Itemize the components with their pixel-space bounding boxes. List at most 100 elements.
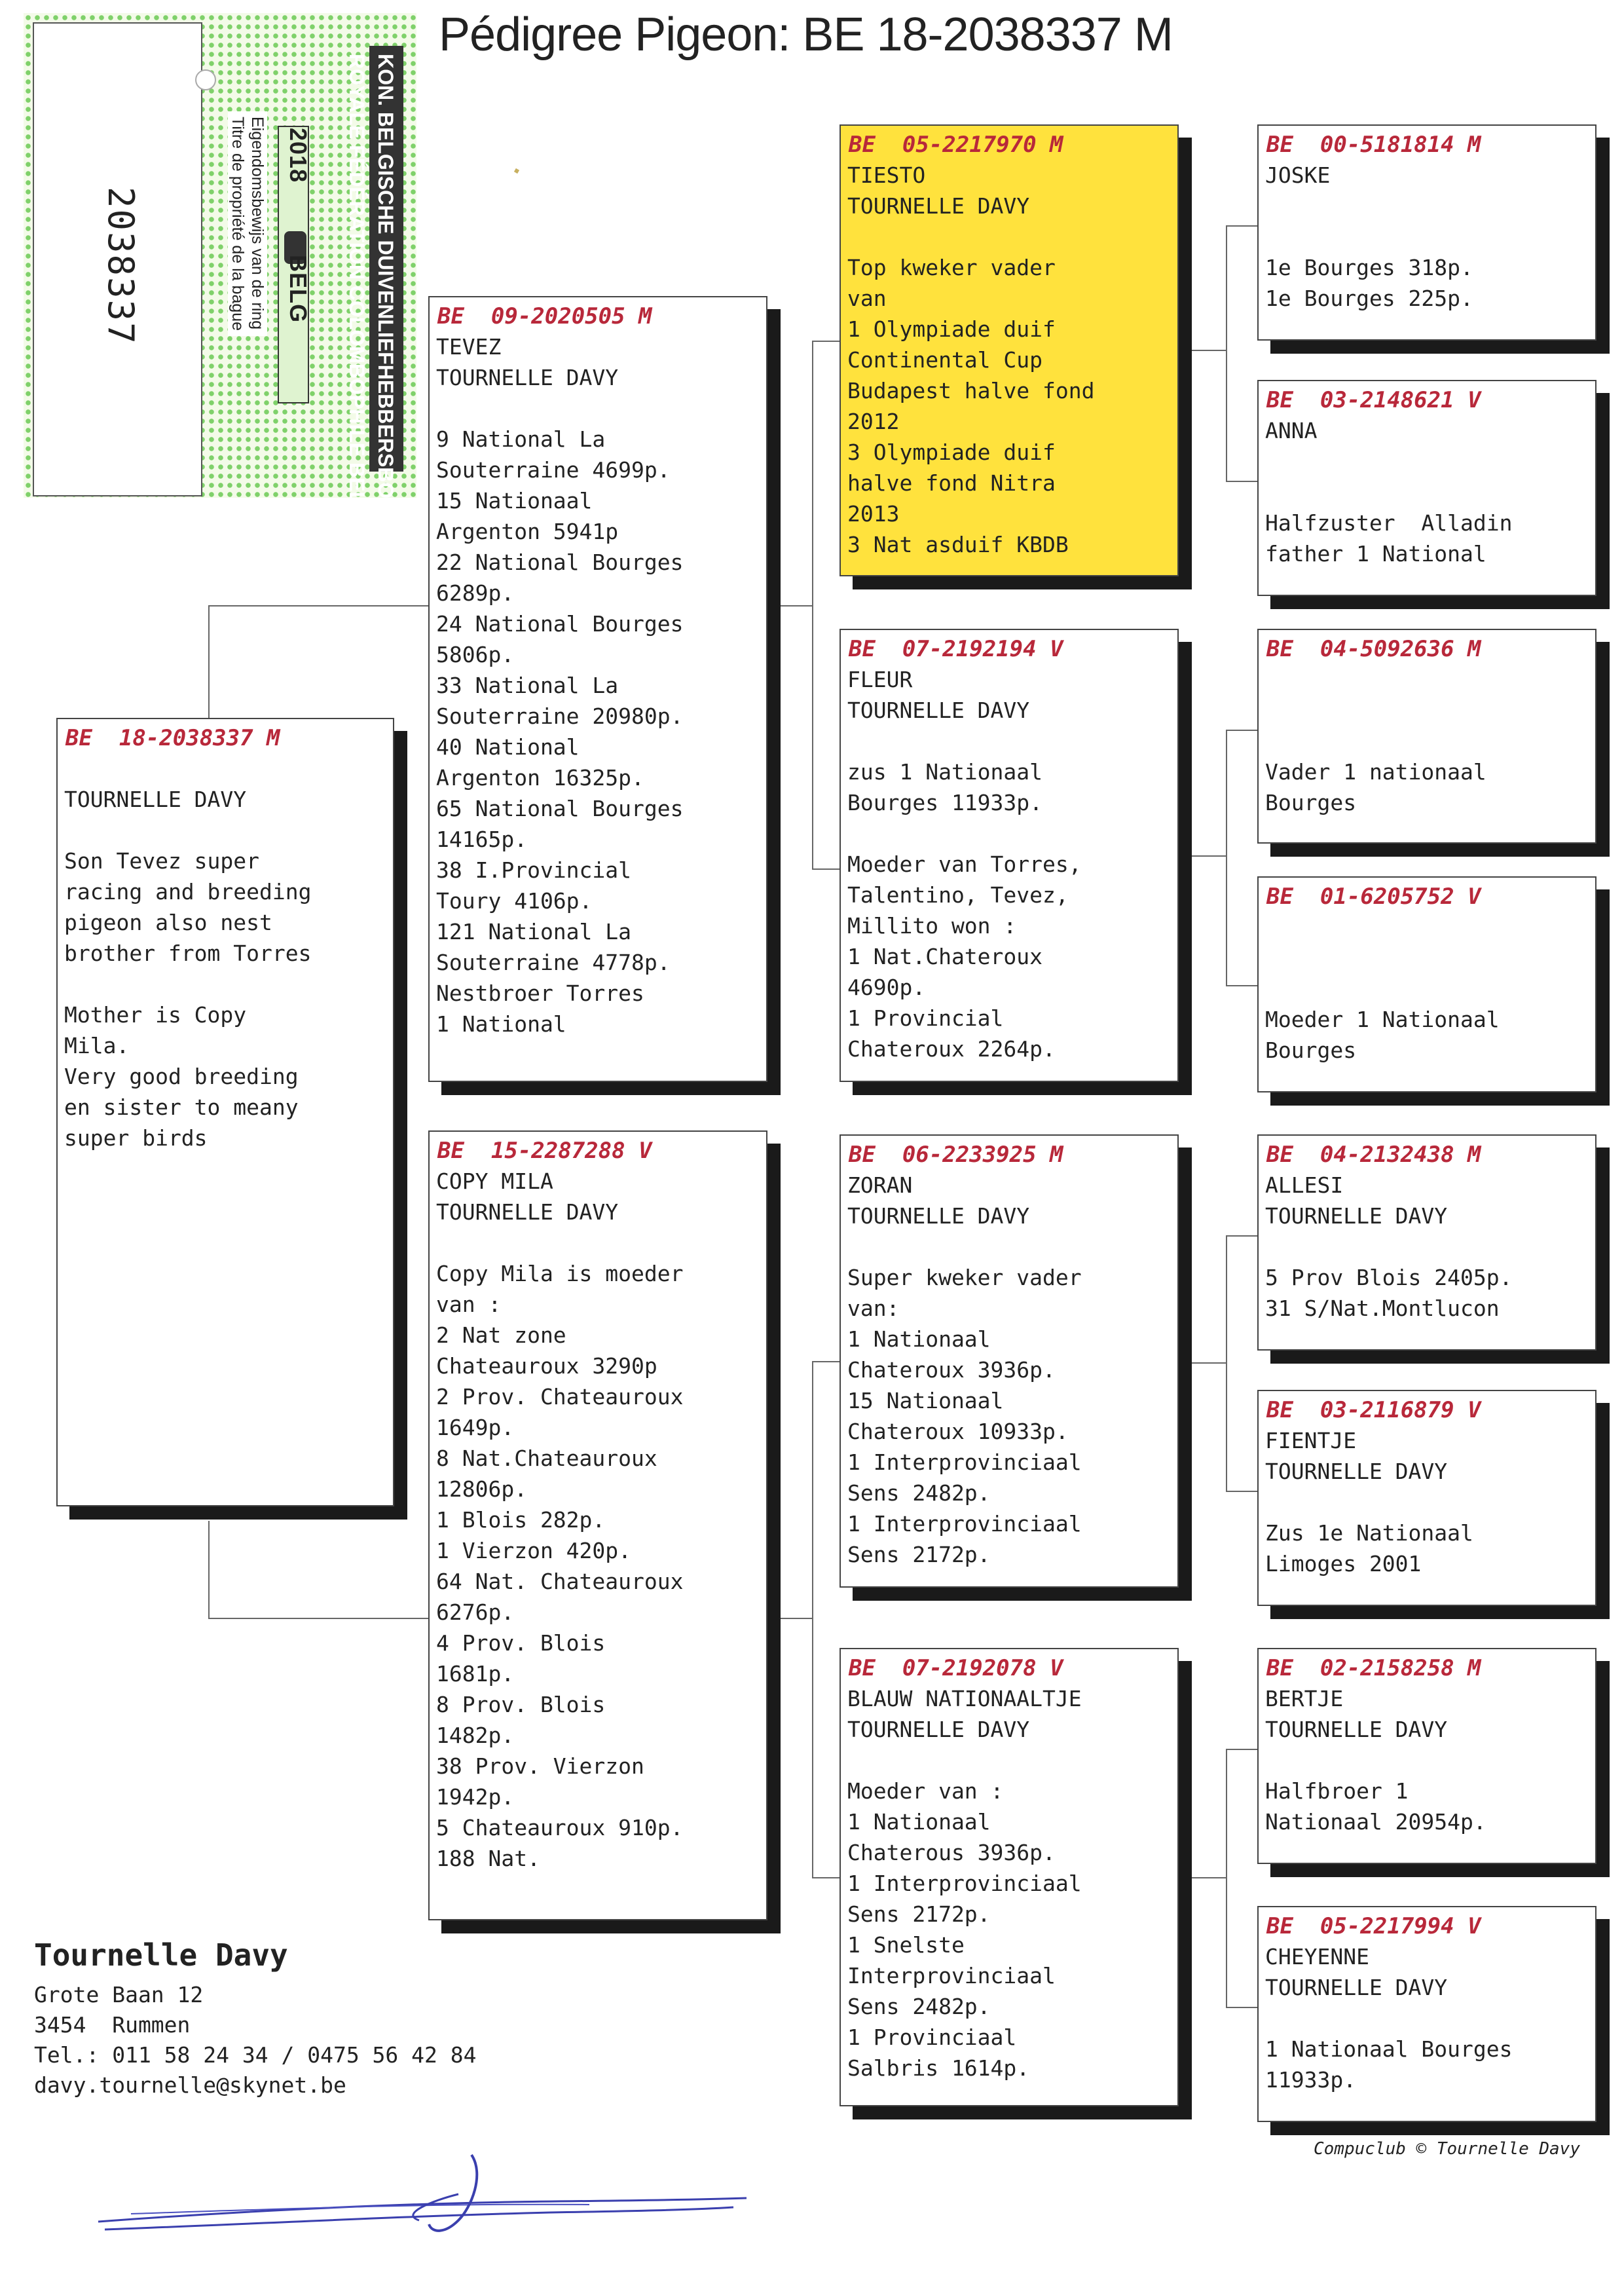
pigeon-info-line: en sister to meany (64, 1094, 299, 1120)
pigeon-info-line: Moeder van Torres, (847, 851, 1082, 877)
owner-email: davy.tournelle@skynet.be (34, 2072, 346, 2098)
connector (781, 1618, 812, 1619)
pigeon-info-line: Bourges 11933p. (847, 790, 1043, 815)
connector (1192, 855, 1226, 857)
owner-name: Tournelle Davy (34, 1937, 288, 1973)
pigeon-info-line: 9 National La (436, 426, 606, 452)
ring-ownership-tag: 2038337 KON. BELGISCHE DUIVENLIEFHEBBERS… (24, 13, 416, 498)
pigeon-info-line: 3 Olympiade duif (847, 439, 1056, 465)
connector (1226, 985, 1257, 986)
pigeon-info-line: Toury 4106p. (436, 888, 593, 914)
pigeon-info-line: van : (436, 1292, 502, 1317)
pigeon-info-line: Talentino, Tevez, (847, 882, 1069, 908)
pigeon-info-line: Interprovinciaal (847, 1963, 1056, 1988)
spacer (1265, 912, 1589, 942)
spacer (847, 1745, 1171, 1776)
pigeon-info-line: 14165p. (436, 827, 528, 852)
pigeon-info-line: Chateauroux 3290p (436, 1353, 657, 1379)
ring-tag-year-country: 2018 BELG (284, 128, 312, 323)
pigeon-info-line: ANNA (1265, 418, 1318, 443)
ring-number: BE 15-2287288 V (437, 1138, 652, 1164)
pigeon-info-line: FLEUR (847, 667, 913, 692)
spacer (64, 969, 386, 999)
spacer (436, 1227, 760, 1258)
pigeon-info-line: TOURNELLE DAVY (847, 193, 1030, 219)
pigeon-info-line: Budapest halve fond (847, 378, 1095, 403)
pigeon-info-line: FIENTJE (1265, 1428, 1357, 1453)
spacer (1265, 664, 1589, 695)
spacer (847, 221, 1171, 252)
pigeon-info-line: 5806p. (436, 642, 515, 667)
pigeon-info-line: TOURNELLE DAVY (1265, 1203, 1448, 1229)
pigeon-info-line: TOURNELLE DAVY (436, 1199, 619, 1225)
pigeon-info-line: Moeder 1 Nationaal (1265, 1007, 1500, 1032)
pigeon-info-line: 3 Nat asduif KBDB (847, 532, 1069, 557)
pigeon-info-line: 6289p. (436, 580, 515, 606)
pigeon-info-line: Chateroux 3936p. (847, 1357, 1056, 1383)
pigeon-info-line: TOURNELLE DAVY (436, 365, 619, 390)
connector (1226, 2007, 1257, 2008)
pigeon-info-line: TOURNELLE DAVY (847, 698, 1030, 723)
pigeon-info-line: Vader 1 nationaal (1265, 759, 1486, 785)
pigeon-info-line: TIESTO (847, 162, 926, 188)
pigeon-info-line: Chateroux 2264p. (847, 1036, 1056, 1062)
spacer (1265, 726, 1589, 756)
pigeon-info-line: Halfzuster Alladin (1265, 510, 1513, 536)
pigeon-info-line: 1 Nat.Chateroux (847, 944, 1043, 969)
connector (1226, 1235, 1227, 1491)
ring-tag-year: 2018 (285, 128, 312, 183)
pigeon-info-line: Mother is Copy (64, 1002, 247, 1028)
spacer (64, 815, 386, 846)
pigeon-info-line: CHEYENNE (1265, 1944, 1369, 1969)
spacer (1265, 973, 1589, 1004)
spacer (436, 393, 760, 424)
ring-number: BE 05-2217994 V (1266, 1913, 1481, 1939)
pigeon-info-line: 31 S/Nat.Montlucon (1265, 1296, 1500, 1321)
connector (208, 605, 428, 606)
pigeon-info-line: 11933p. (1265, 2067, 1357, 2093)
connector (781, 605, 812, 606)
pigeon-info-line: Salbris 1614p. (847, 2055, 1030, 2081)
spacer (1265, 477, 1589, 508)
spacer (1265, 1487, 1589, 1518)
pigeon-info-line: 4 Prov. Blois (436, 1630, 606, 1656)
page-title: Pédigree Pigeon: BE 18-2038337 M (439, 9, 1173, 61)
pigeon-info-line: JOSKE (1265, 162, 1331, 188)
pigeon-info-line: 1 Nationaal (847, 1809, 991, 1835)
pigeon-info-line: 1 National (436, 1011, 566, 1037)
pigeon-info-line: 38 I.Provincial (436, 857, 632, 883)
pigeon-info-line: 24 National Bourges (436, 611, 684, 637)
pigeon-info-line: 1 Blois 282p. (436, 1507, 606, 1533)
pigeon-info-line: 121 National La (436, 919, 632, 944)
pigeon-info-line: Sens 2172p. (847, 1901, 991, 1927)
pigeon-info-line: TEVEZ (436, 334, 502, 360)
spacer (847, 1231, 1171, 1262)
spacer (847, 726, 1171, 756)
spacer (1265, 191, 1589, 221)
pigeon-info-line: 4690p. (847, 975, 926, 1000)
punch-hole (195, 69, 216, 90)
pigeon-info-line: 1 Interprovinciaal (847, 1511, 1082, 1537)
pigeon-info-line: 33 National La (436, 673, 619, 698)
pigeon-info-line: zus 1 Nationaal (847, 759, 1043, 785)
pigeon-info-line: Chaterous 3936p. (847, 1840, 1056, 1865)
pigeon-info-line: 1 Vierzon 420p. (436, 1538, 632, 1563)
connector (1192, 350, 1226, 351)
ring-tag-federation-fr: ROYALE FÉDÉRATION COLOMBOPHILE BELGE (345, 54, 369, 498)
connector (812, 868, 840, 870)
pigeon-info-line: BLAUW NATIONAALTJE (847, 1686, 1082, 1711)
spacer (1265, 2003, 1589, 2034)
pigeon-info-line: Sens 2482p. (847, 1480, 991, 1506)
pigeon-info-line: 1681p. (436, 1661, 515, 1687)
pigeon-info-line: 1 Interprovinciaal (847, 1871, 1082, 1896)
pigeon-info-line: Souterraine 4699p. (436, 457, 671, 483)
ring-number: BE 02-2158258 M (1266, 1655, 1481, 1681)
pigeon-info-line: Bourges (1265, 1037, 1357, 1063)
